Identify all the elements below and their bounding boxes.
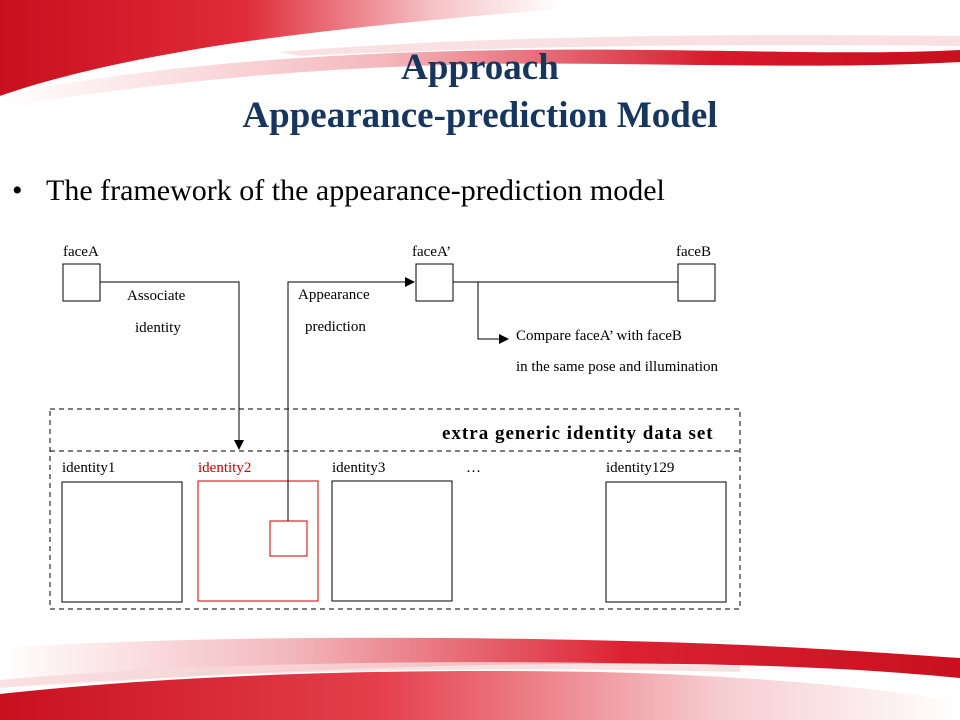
compare-label-line1: Compare faceA’ with faceB [516, 328, 682, 344]
identity129-box [605, 481, 727, 603]
compare-label-line2: in the same pose and illumination [516, 359, 719, 375]
appearance-label-line1: Appearance [298, 287, 370, 303]
top-wave-decoration [0, 0, 960, 108]
dataset-title: extra generic identity data set [442, 423, 714, 444]
faceA-box [62, 263, 101, 302]
identity1-box [61, 481, 183, 603]
slide-subtitle: Appearance-prediction Model [242, 95, 718, 136]
faceA-prime-label: faceA’ [412, 244, 452, 260]
identity3-box [331, 480, 453, 602]
associate-label-line2: identity [135, 320, 181, 336]
appearance-label-line2: prediction [305, 319, 366, 335]
faceA-prime-box [415, 263, 454, 302]
bullet-item: • The framework of the appearance-predict… [12, 174, 665, 208]
identity2-face-patch [269, 520, 308, 557]
identity1-label: identity1 [62, 460, 116, 476]
identity2-label: identity2 [198, 460, 252, 476]
identity129-label: identity129 [606, 460, 675, 476]
compare-arrow [477, 282, 509, 344]
identity3-label: identity3 [332, 460, 386, 476]
slide-title: Approach [401, 47, 559, 88]
faceB-box [677, 263, 716, 302]
bullet-text: The framework of the appearance-predicti… [46, 174, 665, 207]
bottom-wave-decoration [0, 637, 960, 720]
associate-label-line1: Associate [127, 288, 186, 304]
dataset-container [49, 408, 741, 610]
bullet-dot-icon: • [12, 174, 23, 207]
appearance-prediction-arrow [287, 277, 415, 521]
ellipsis-label: … [466, 460, 481, 476]
faceA-label: faceA [63, 244, 99, 260]
associate-identity-arrow [100, 281, 244, 450]
faceB-label: faceB [676, 244, 711, 260]
